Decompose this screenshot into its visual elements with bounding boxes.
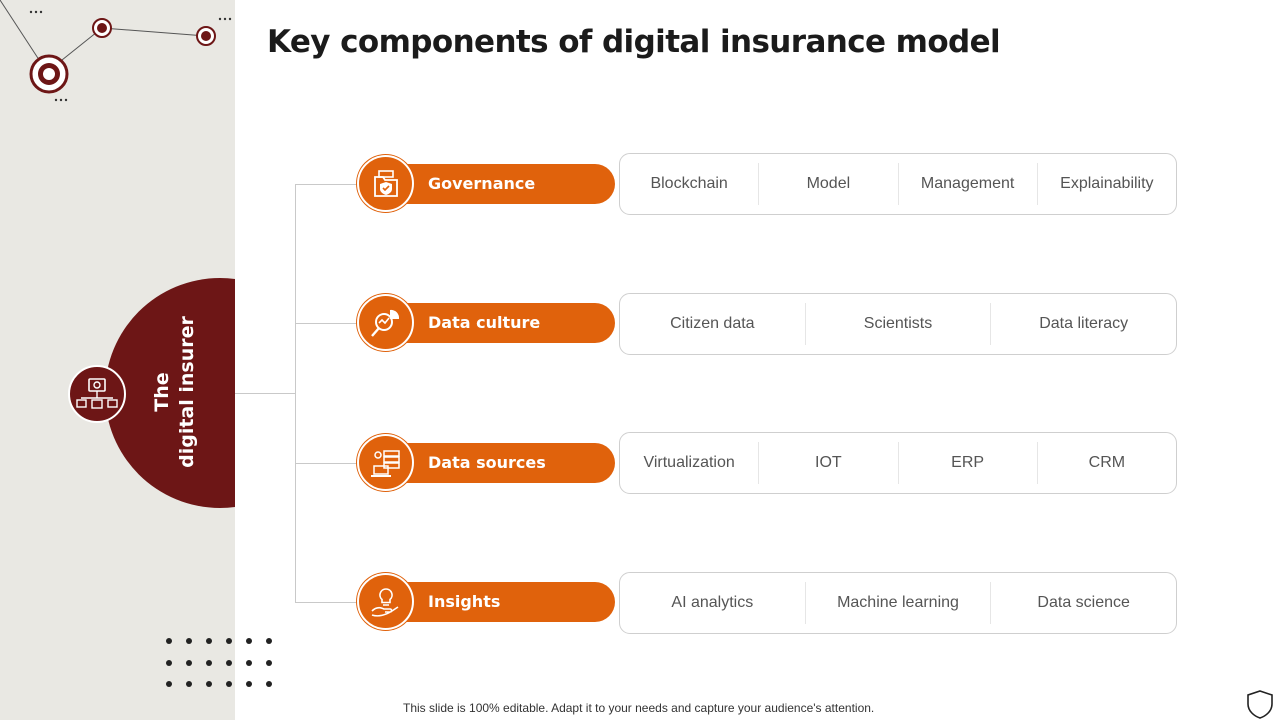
component-pill-data-culture: Data culture [400, 303, 615, 343]
shield-folder-icon [357, 155, 414, 212]
digital-network-icon [68, 365, 126, 423]
component-items-data-culture: Citizen data Scientists Data literacy [619, 293, 1177, 355]
center-label-line-1: The [151, 372, 173, 412]
decorative-dot-grid [166, 638, 276, 690]
component-pill-governance: Governance [400, 164, 615, 204]
item-cell: Data science [1037, 594, 1130, 611]
connector-branch-data-culture [295, 323, 361, 324]
center-label-line-2: digital insurer [176, 316, 198, 468]
decorative-network [0, 0, 232, 102]
item-cell: Machine learning [806, 582, 992, 624]
footer-note: This slide is 100% editable. Adapt it to… [403, 701, 875, 715]
item-cell: IOT [759, 442, 899, 484]
component-label: Governance [428, 174, 536, 193]
component-label: Insights [428, 592, 501, 611]
item-cell: Management [899, 163, 1038, 205]
component-label: Data sources [428, 453, 546, 472]
component-pill-data-sources: Data sources [400, 443, 615, 483]
server-laptop-icon [357, 434, 414, 491]
component-items-insights: AI analytics Machine learning Data scien… [619, 572, 1177, 634]
component-pill-insights: Insights [400, 582, 615, 622]
item-cell: Blockchain [620, 163, 760, 205]
connector-spine [295, 184, 296, 603]
shield-outline-icon [1247, 690, 1273, 719]
connector-branch-insights [295, 602, 361, 603]
left-panel [0, 0, 235, 720]
item-cell: AI analytics [620, 582, 806, 624]
component-items-governance: Blockchain Model Management Explainabili… [619, 153, 1177, 215]
connector-branch-data-sources [295, 463, 361, 464]
item-cell: Scientists [806, 303, 992, 345]
item-cell: Model [759, 163, 899, 205]
item-cell: ERP [899, 442, 1038, 484]
item-cell: CRM [1088, 454, 1126, 471]
item-cell: Virtualization [620, 442, 760, 484]
center-label: The digital insurer [140, 270, 210, 514]
lightbulb-hand-icon [357, 573, 414, 630]
component-items-data-sources: Virtualization IOT ERP CRM [619, 432, 1177, 494]
page-title: Key components of digital insurance mode… [267, 24, 1001, 60]
component-label: Data culture [428, 313, 541, 332]
item-cell: Explainability [1060, 175, 1154, 192]
connector-trunk-horizontal [235, 393, 296, 394]
analytics-pie-icon [357, 294, 414, 351]
item-cell: Citizen data [620, 303, 806, 345]
connector-branch-governance [295, 184, 361, 185]
item-cell: Data literacy [1039, 315, 1129, 332]
